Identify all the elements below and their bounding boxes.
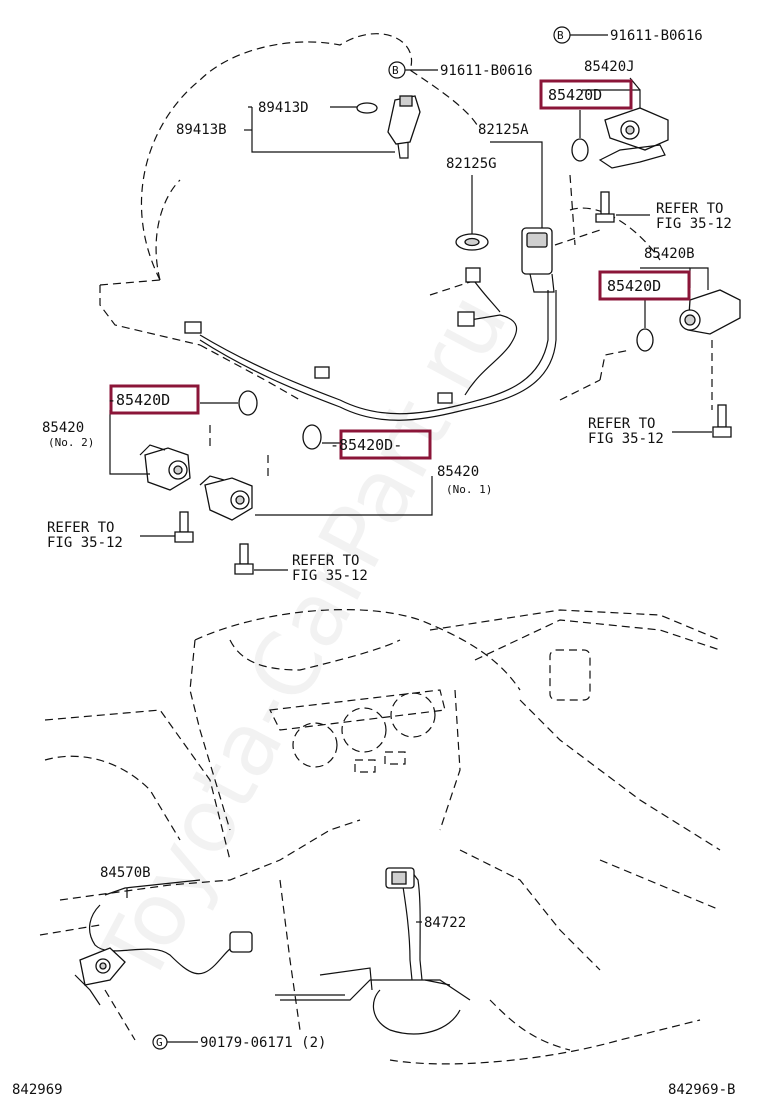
refer-to-label: REFER TO (292, 553, 359, 569)
part-sub-label: (No. 2) (48, 436, 94, 449)
sensor-82125A[interactable] (521, 227, 555, 293)
o-ring-89413D (356, 102, 378, 114)
svg-text:85420D: 85420D (607, 277, 661, 295)
harness-connector (314, 366, 330, 379)
part-number-label[interactable]: 84570B (100, 865, 151, 881)
o-ring-85420D-left (238, 390, 258, 416)
switch-85420-no1[interactable] (199, 475, 253, 521)
part-number-label[interactable]: 84722 (424, 915, 466, 931)
sensor-89413B[interactable] (387, 95, 421, 159)
bolt-b-callout-2: B 91611-B0616 (553, 26, 703, 44)
part-number-label[interactable]: 91611-B0616 (440, 63, 533, 79)
shift-lock-cable-84722[interactable] (385, 867, 423, 981)
refer-to-label: REFER TO (656, 201, 723, 217)
o-ring-85420D-top (571, 138, 589, 162)
bolt-b-symbol: B (392, 64, 399, 77)
svg-text:85420D: 85420D (548, 86, 602, 104)
bolt-icon (234, 543, 254, 575)
part-number-label[interactable]: 85420 (437, 464, 479, 480)
switch-85420J[interactable] (598, 107, 669, 169)
bolt-icon (174, 511, 194, 543)
highlighted-part-85420D-top[interactable]: 85420D (539, 79, 633, 110)
o-ring-85420D-center (302, 424, 322, 450)
bolt-b-callout-1: B 91611-B0616 (388, 61, 533, 79)
part-number-label[interactable]: 82125G (446, 156, 497, 172)
harness-connector (437, 392, 453, 404)
bolt-g-symbol: G (156, 1036, 163, 1049)
switch-84570B[interactable] (74, 879, 253, 1006)
bolt-g-callout: G 90179-06171 (2) (152, 1034, 326, 1051)
o-ring-85420D-right (636, 328, 654, 352)
svg-text:-85420D-: -85420D- (330, 436, 402, 454)
part-number-label[interactable]: 90179-06171 (2) (200, 1035, 326, 1051)
harness-connector-group (184, 267, 481, 404)
highlighted-part-85420D-center[interactable]: -85420D- (330, 429, 432, 460)
highlighted-part-85420D-right[interactable]: 85420D (598, 270, 691, 301)
refer-to-label: REFER TO (47, 520, 114, 536)
diagram-id-left: 842969 (12, 1082, 63, 1098)
part-number-label[interactable]: 85420 (42, 420, 84, 436)
part-number-label[interactable]: 91611-B0616 (610, 28, 703, 44)
bolt-b-symbol: B (557, 29, 564, 42)
part-number-label[interactable]: 89413D (258, 100, 309, 116)
dashboard-outline (39, 609, 721, 1065)
harness-connector (184, 321, 202, 334)
refer-to-label: REFER TO (588, 416, 655, 432)
refer-fig-link[interactable]: FIG 35-12 (656, 216, 732, 232)
switch-85420B[interactable] (679, 289, 741, 335)
part-number-label[interactable]: 85420B (644, 246, 695, 262)
refer-fig-link[interactable]: FIG 35-12 (292, 568, 368, 584)
harness-connector (457, 311, 475, 327)
shift-console (275, 967, 471, 1035)
refer-fig-link[interactable]: FIG 35-12 (588, 431, 664, 447)
harness-connector (465, 267, 481, 283)
refer-fig-link[interactable]: FIG 35-12 (47, 535, 123, 551)
highlighted-part-85420D-left[interactable]: -85420D (107, 384, 200, 415)
part-number-label[interactable]: 82125A (478, 122, 529, 138)
part-number-label[interactable]: 89413B (176, 122, 227, 138)
switch-85420-no2[interactable] (139, 444, 191, 491)
part-number-label[interactable]: 85420J (584, 59, 635, 75)
engine-outline (99, 33, 661, 401)
bolt-icon (595, 191, 615, 223)
part-sub-label: (No. 1) (446, 483, 492, 496)
svg-text:-85420D: -85420D (107, 391, 170, 409)
bolt-icon (712, 404, 732, 438)
diagram-id-right: 842969-B (668, 1082, 735, 1098)
